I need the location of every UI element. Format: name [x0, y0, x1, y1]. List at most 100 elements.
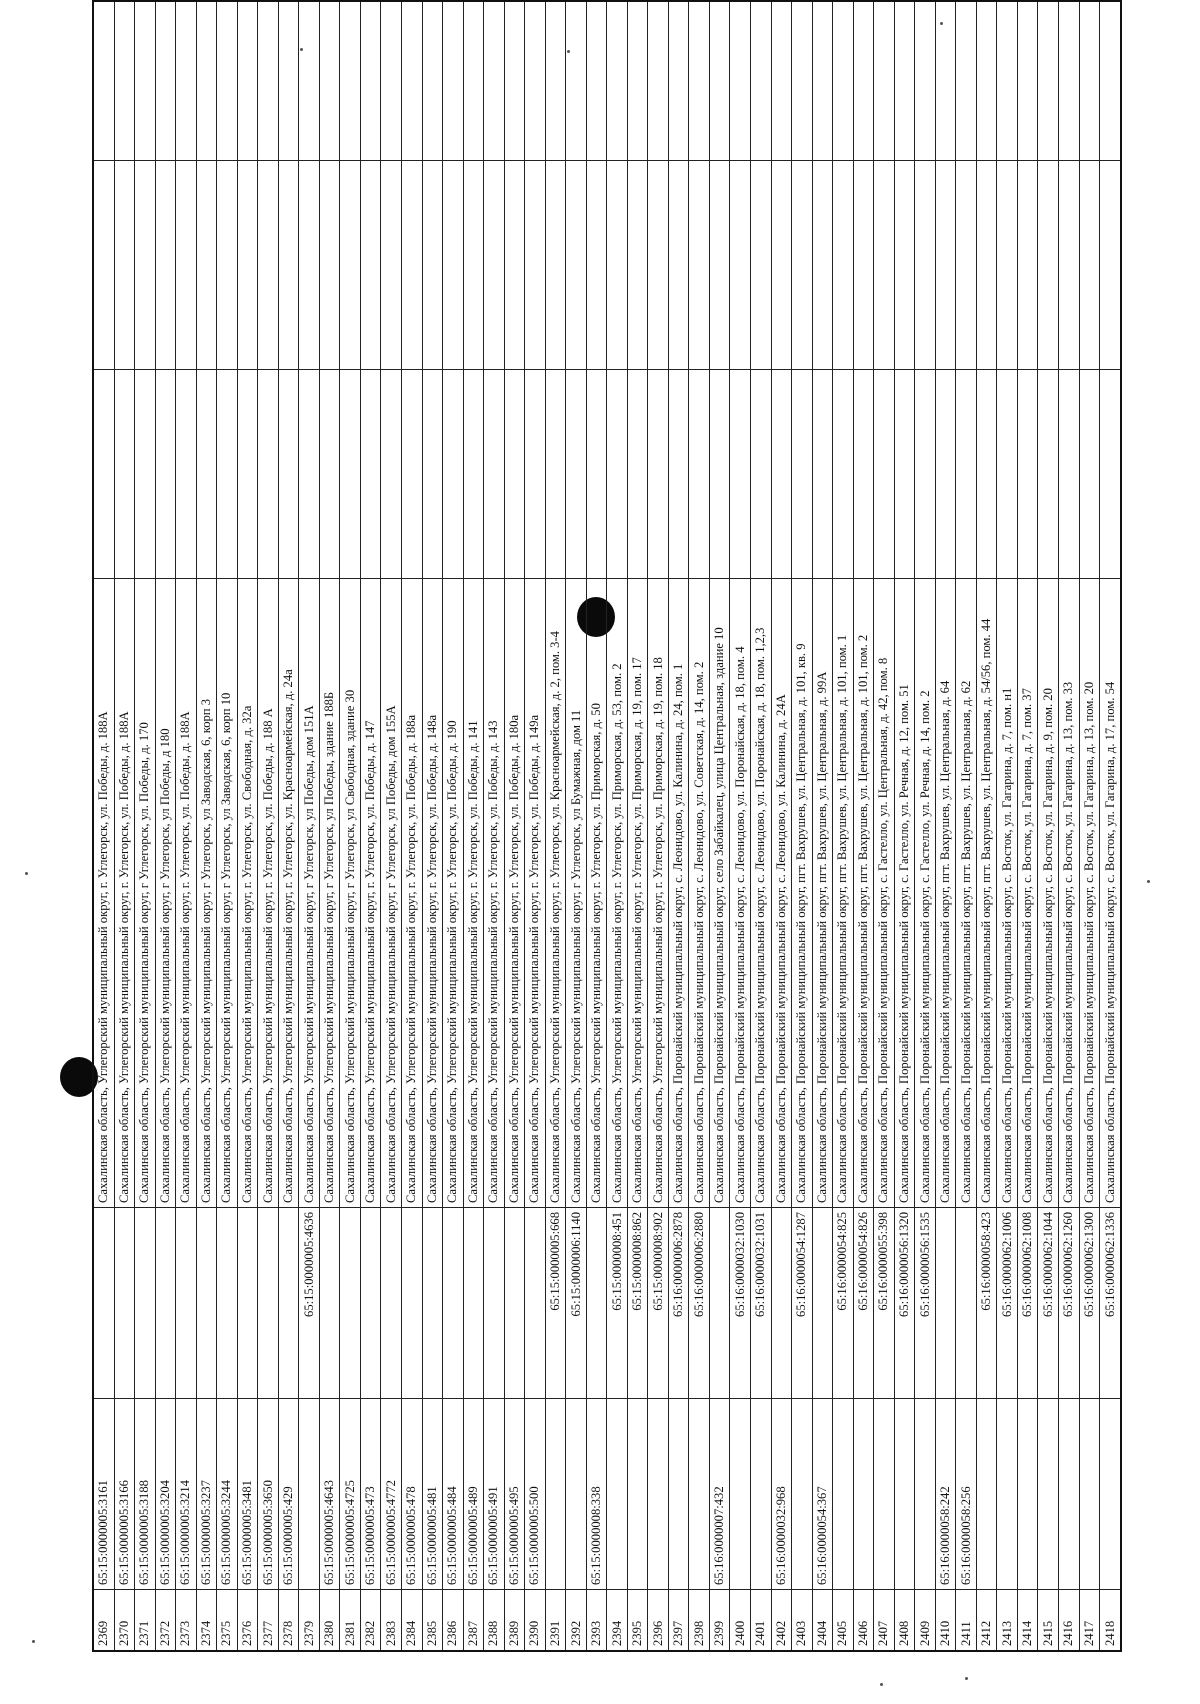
cadastral-number-cell: 65:15:0000005:3244 — [216, 1398, 238, 1590]
address-cell: Сахалинская область, Поронайский муницип… — [729, 578, 751, 1208]
cadastral-number-cell — [791, 1398, 813, 1590]
cadastral-number-cell — [647, 1398, 669, 1590]
cadastral-number-room-cell: 65:16:0000062:1260 — [1058, 1207, 1080, 1399]
empty-cell — [504, 1, 525, 161]
empty-cell — [114, 1, 135, 161]
empty-cell — [1099, 1, 1121, 161]
address-cell: Сахалинская область, Углегорский муницип… — [442, 578, 464, 1208]
empty-cell — [996, 1, 1018, 161]
cadastral-number-cell — [545, 1398, 566, 1590]
empty-cell — [196, 160, 217, 370]
cadastral-number-cell: 65:16:0000054:367 — [812, 1398, 833, 1590]
empty-cell — [134, 369, 156, 579]
cadastral-number-cell: 65:16:0000058:242 — [935, 1398, 956, 1590]
cadastral-number-cell: 65:15:0000005:491 — [483, 1398, 505, 1590]
empty-cell — [894, 1, 915, 161]
empty-cell — [93, 160, 115, 370]
empty-cell — [955, 369, 977, 579]
scan-speck — [965, 1677, 968, 1680]
row-number-cell: 2412 — [976, 1589, 997, 1651]
address-cell: Сахалинская область, Углегорский муницип… — [422, 578, 443, 1208]
empty-cell — [935, 1, 956, 161]
cadastral-number-cell — [853, 1398, 874, 1590]
address-cell: Сахалинская область, Поронайский муницип… — [1079, 578, 1100, 1208]
cadastral-number-cell: 65:16:0000032:968 — [771, 1398, 792, 1590]
empty-cell — [812, 160, 833, 370]
row-number-cell: 2393 — [586, 1589, 607, 1651]
empty-cell — [298, 369, 320, 579]
empty-cell — [237, 160, 258, 370]
empty-cell — [1099, 160, 1121, 370]
cadastral-number-cell: 65:15:0000008:338 — [586, 1398, 607, 1590]
empty-cell — [873, 1, 895, 161]
row-number-cell: 2399 — [709, 1589, 730, 1651]
empty-cell — [606, 1, 628, 161]
row-number-cell: 2394 — [606, 1589, 628, 1651]
row-number-cell: 2408 — [894, 1589, 915, 1651]
address-cell: Сахалинская область, Углегорский муницип… — [360, 578, 381, 1208]
row-number-cell: 2413 — [996, 1589, 1018, 1651]
cadastral-number-room-cell: 65:16:0000062:1006 — [996, 1207, 1018, 1399]
empty-cell — [483, 160, 505, 370]
row-number-cell: 2376 — [237, 1589, 258, 1651]
cadastral-number-room-cell — [586, 1207, 607, 1399]
empty-cell — [750, 1, 772, 161]
empty-cell — [1017, 1, 1038, 161]
empty-cell — [422, 160, 443, 370]
empty-cell — [853, 160, 874, 370]
empty-cell — [627, 160, 648, 370]
row-number-cell: 2369 — [93, 1589, 115, 1651]
row-number-cell: 2409 — [914, 1589, 936, 1651]
empty-cell — [996, 160, 1018, 370]
address-cell: Сахалинская область, Углегорский муницип… — [524, 578, 546, 1208]
row-number-cell: 2400 — [729, 1589, 751, 1651]
empty-cell — [709, 1, 730, 161]
empty-cell — [586, 369, 607, 579]
address-cell: Сахалинская область, Углегорский муницип… — [175, 578, 197, 1208]
cadastral-number-cell — [1037, 1398, 1059, 1590]
row-number-cell: 2405 — [832, 1589, 854, 1651]
cadastral-number-cell — [1099, 1398, 1121, 1590]
address-cell: Сахалинская область, Углегорский муницип… — [483, 578, 505, 1208]
row-number-cell: 2406 — [853, 1589, 874, 1651]
address-cell: Сахалинская область, Поронайский муницип… — [709, 578, 730, 1208]
address-cell: Сахалинская область, Поронайский муницип… — [791, 578, 813, 1208]
empty-cell — [565, 160, 587, 370]
empty-cell — [298, 1, 320, 161]
cadastral-number-cell: 65:15:0000005:473 — [360, 1398, 381, 1590]
address-cell: Сахалинская область, Углегорский муницип… — [196, 578, 217, 1208]
empty-cell — [216, 1, 238, 161]
empty-cell — [688, 160, 710, 370]
empty-cell — [586, 160, 607, 370]
row-number-cell: 2372 — [155, 1589, 176, 1651]
row-number-cell: 2383 — [380, 1589, 402, 1651]
row-number-cell: 2384 — [401, 1589, 423, 1651]
cadastral-number-room-cell — [504, 1207, 525, 1399]
cadastral-number-cell — [627, 1398, 648, 1590]
cadastral-number-cell: 65:15:0000005:3481 — [237, 1398, 258, 1590]
address-cell: Сахалинская область, Углегорский муницип… — [463, 578, 484, 1208]
row-number-cell: 2416 — [1058, 1589, 1080, 1651]
empty-cell — [278, 160, 299, 370]
empty-cell — [422, 369, 443, 579]
cadastral-number-cell — [976, 1398, 997, 1590]
empty-cell — [853, 369, 874, 579]
cadastral-number-room-cell: 65:16:0000006:2880 — [688, 1207, 710, 1399]
cadastral-number-room-cell: 65:16:0000032:1031 — [750, 1207, 772, 1399]
row-number-cell: 2382 — [360, 1589, 381, 1651]
empty-cell — [627, 1, 648, 161]
cadastral-number-room-cell: 65:16:0000056:1320 — [894, 1207, 915, 1399]
address-cell: Сахалинская область, Углегорский муницип… — [545, 578, 566, 1208]
empty-cell — [1017, 369, 1038, 579]
empty-cell — [976, 160, 997, 370]
cadastral-number-room-cell — [257, 1207, 279, 1399]
row-number-cell: 2415 — [1037, 1589, 1059, 1651]
